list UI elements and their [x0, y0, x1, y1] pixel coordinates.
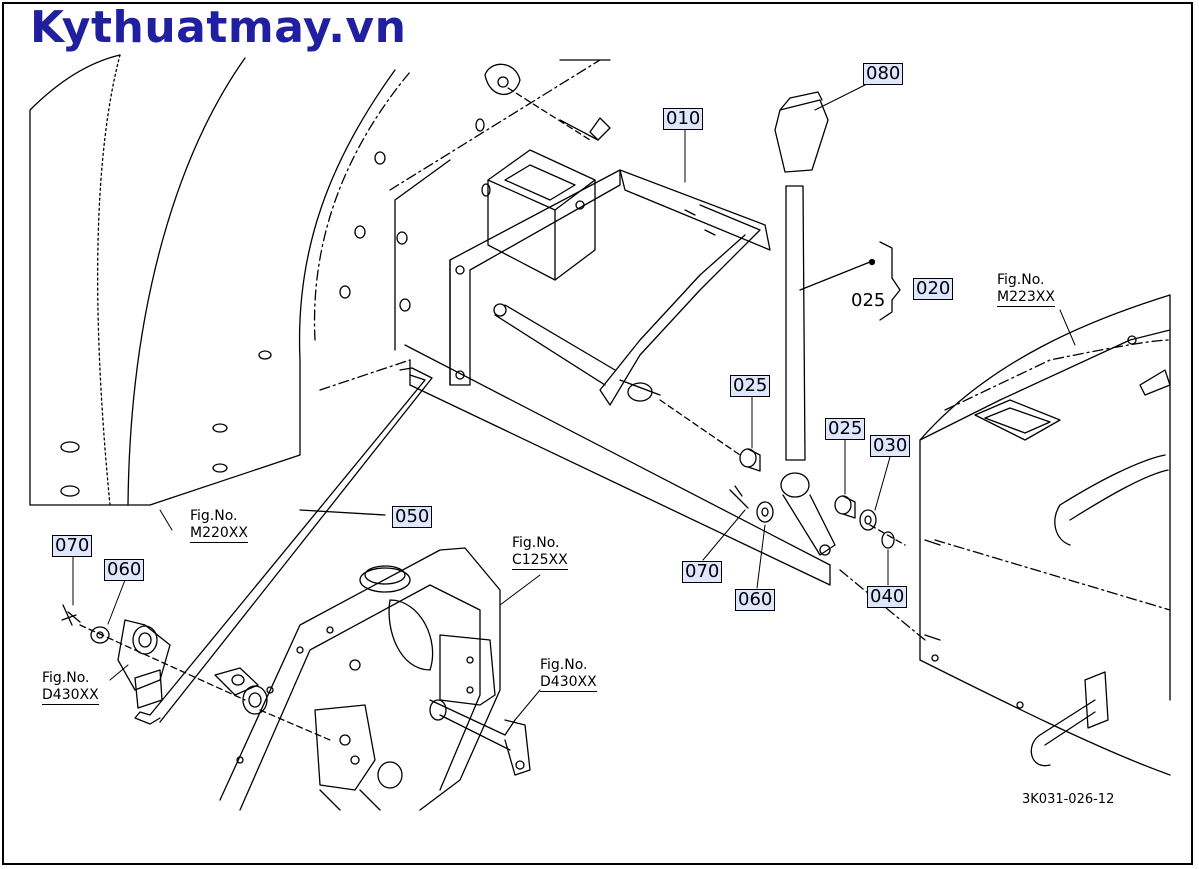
callout-060-right[interactable]: 060: [735, 589, 776, 611]
bolt-top: [484, 63, 591, 141]
callout-020[interactable]: 020: [913, 278, 954, 300]
callout-025-right[interactable]: 025: [825, 418, 866, 440]
figref-m220[interactable]: Fig.No. M220XX: [190, 508, 248, 543]
rod-050: [134, 367, 433, 725]
linkage-left: [61, 604, 268, 715]
bushings-right: [659, 399, 906, 549]
figref-c125[interactable]: Fig.No. C125XX: [512, 535, 568, 570]
figref-m223-number: M223XX: [997, 289, 1055, 307]
callout-050[interactable]: 050: [392, 506, 433, 528]
figref-m223[interactable]: Fig.No. M223XX: [997, 272, 1055, 307]
callout-070-left[interactable]: 070: [52, 535, 93, 557]
leader-lines: [72, 84, 1076, 721]
figref-d430-right-label: Fig.No.: [540, 657, 588, 673]
figref-c125-label: Fig.No.: [512, 535, 560, 551]
transmission-case: [219, 547, 531, 811]
figref-d430-left-number: D430XX: [42, 687, 99, 705]
figref-d430-left[interactable]: Fig.No. D430XX: [42, 670, 99, 705]
callout-030[interactable]: 030: [870, 435, 911, 457]
brand-watermark: Kythuatmay.vn: [30, 2, 407, 53]
figref-m223-label: Fig.No.: [997, 272, 1045, 288]
figref-d430-left-label: Fig.No.: [42, 670, 90, 686]
callout-025-bracket[interactable]: 025: [849, 290, 888, 311]
fender-right: [919, 294, 1171, 776]
callout-080[interactable]: 080: [863, 63, 904, 85]
lever-020: [774, 91, 901, 556]
bracket-010: [449, 117, 771, 406]
callout-040[interactable]: 040: [867, 586, 908, 608]
callout-010[interactable]: 010: [663, 108, 704, 130]
callout-025-left[interactable]: 025: [730, 375, 771, 397]
figref-m220-label: Fig.No.: [190, 508, 238, 524]
callout-060-left[interactable]: 060: [104, 559, 145, 581]
figref-d430-right-number: D430XX: [540, 674, 597, 692]
fender-left: [29, 54, 491, 506]
figref-m220-number: M220XX: [190, 525, 248, 543]
drawing-code: 3K031-026-12: [1022, 792, 1115, 807]
callout-070-right[interactable]: 070: [682, 561, 723, 583]
figref-c125-number: C125XX: [512, 552, 568, 570]
figref-d430-right[interactable]: Fig.No. D430XX: [540, 657, 597, 692]
